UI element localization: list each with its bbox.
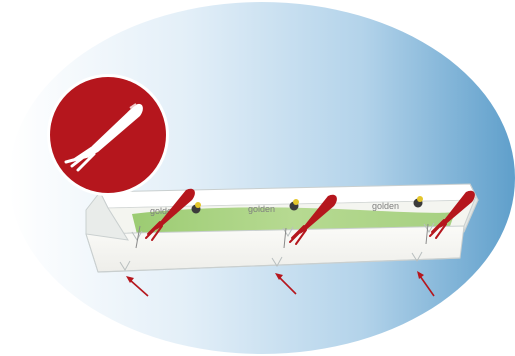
squid-badge [47, 74, 169, 196]
brand-logo-text: golden [248, 204, 275, 214]
brand-logo-text: golden [372, 201, 399, 211]
